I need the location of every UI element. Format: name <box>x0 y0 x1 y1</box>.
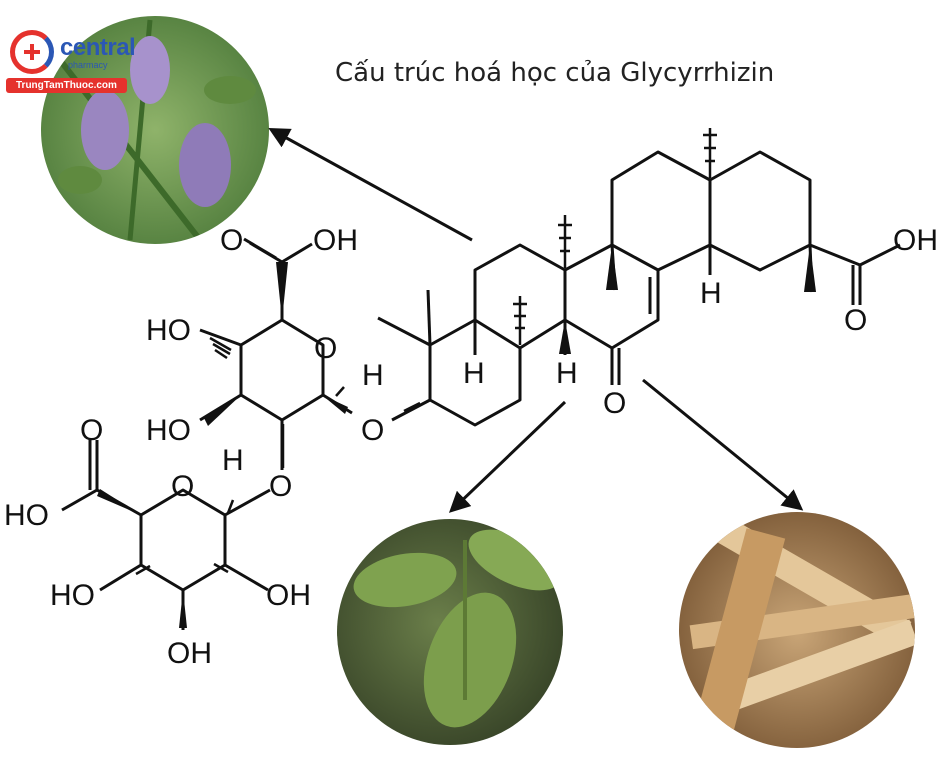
atom-ring-o: O <box>171 470 194 503</box>
atom-ho: HO <box>146 414 191 447</box>
atom-o: O <box>80 414 103 447</box>
arrow-to-leaves <box>448 400 567 513</box>
licorice-flower-image <box>40 15 270 245</box>
atom-h: H <box>556 357 578 390</box>
atom-ho: HO <box>50 579 95 612</box>
atom-oh: OH <box>266 579 311 612</box>
atom-oh: OH <box>313 224 358 257</box>
arrows <box>268 127 804 513</box>
logo-site: TrungTamThuoc.com <box>6 78 127 93</box>
atom-o: O <box>844 304 867 337</box>
atom-ketone-o: O <box>603 387 626 420</box>
arrow-to-flower <box>268 127 473 242</box>
atom-h: H <box>222 444 244 477</box>
licorice-leaves-image <box>337 519 563 745</box>
atom-labels: O OH O HO HO H O O H O O HO HO OH OH H H… <box>4 224 938 670</box>
atom-h: H <box>700 277 722 310</box>
atom-oh: OH <box>893 224 938 257</box>
atom-h: H <box>362 359 384 392</box>
diagram-title: Cấu trúc hoá học của Glycyrrhizin <box>335 58 775 88</box>
logo-ring-icon <box>10 30 54 74</box>
licorice-roots-image <box>679 512 915 748</box>
logo-brand: central <box>60 34 136 61</box>
wedge-bonds <box>97 245 816 628</box>
arrow-to-roots <box>642 378 804 511</box>
atom-ring-o: O <box>314 332 337 365</box>
atom-ho: HO <box>4 499 49 532</box>
atom-oh: OH <box>167 637 212 670</box>
logo-plus-icon <box>24 44 40 60</box>
atom-o: O <box>361 414 384 447</box>
hashed-bonds <box>135 128 717 576</box>
atom-o: O <box>220 224 243 257</box>
atom-ho: HO <box>146 314 191 347</box>
atom-h: H <box>463 357 485 390</box>
central-pharmacy-logo: central pharmacy TrungTamThuoc.com <box>6 26 166 106</box>
atom-o: O <box>269 470 292 503</box>
logo-sub: pharmacy <box>68 60 108 70</box>
